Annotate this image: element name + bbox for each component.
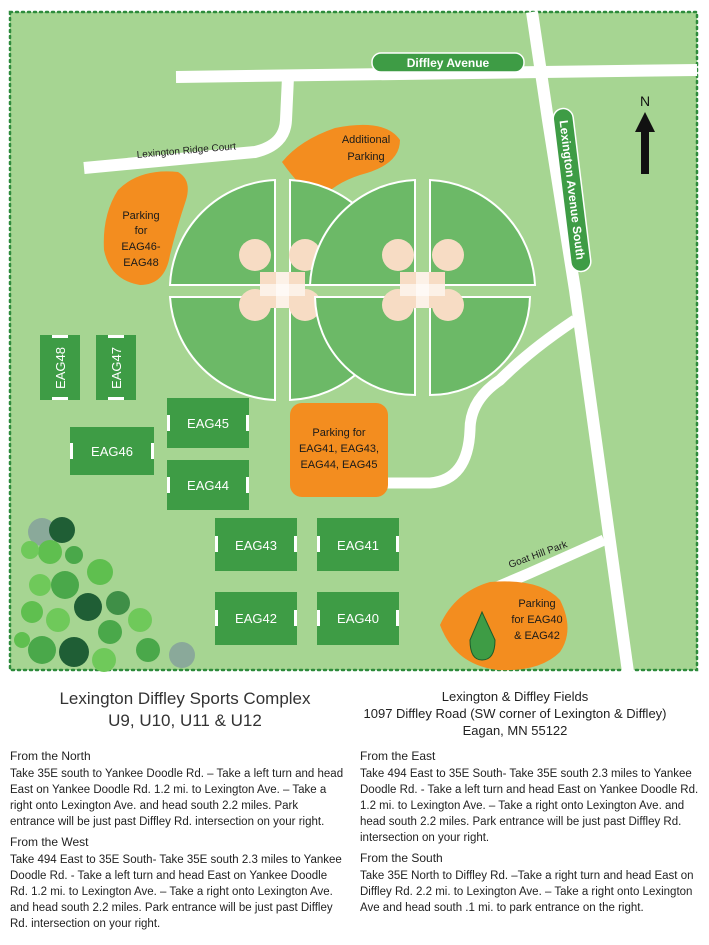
directions-west-line: Doodle Rd. - Take a left turn and head E… [10, 870, 328, 882]
parking-center-line3: EAG44, EAG45 [300, 459, 377, 471]
directions-north-line: entrance will be just past Diffley Rd. i… [10, 816, 325, 828]
field-eag40-label: EAG40 [337, 611, 379, 626]
directions-east-line: Take 494 East to 35E South- Take 35E sou… [360, 768, 692, 780]
directions-west-heading: From the West [10, 835, 89, 849]
field-eag47-label: EAG47 [109, 347, 124, 389]
directions-west-line: Take 494 East to 35E South- Take 35E sou… [10, 854, 342, 866]
directions-west-line: Rd. intersection on your right. [10, 918, 161, 930]
address-city: Eagan, MN 55122 [462, 723, 568, 738]
directions-east-heading: From the East [360, 749, 436, 763]
complex-title: Lexington Diffley Sports Complex [59, 689, 311, 708]
baseball-diamonds-east [308, 178, 537, 397]
parking-center-line1: Parking for [312, 427, 366, 439]
map-border [8, 10, 699, 672]
directions-west-line: Rd. 1.2 mi. to Lexington Ave. – Take a r… [10, 886, 333, 898]
address-name: Lexington & Diffley Fields [441, 689, 589, 704]
field-eag43-label: EAG43 [235, 538, 277, 553]
address-street: 1097 Diffley Road (SW corner of Lexingto… [363, 706, 667, 721]
parking-southeast-line1: Parking [518, 598, 555, 610]
field-eag48: EAG48 [40, 335, 80, 400]
parking-west-line3: EAG46- [121, 241, 160, 253]
north-arrow-icon: N [635, 93, 655, 174]
directions-north-line: right onto Lexington Ave. and head south… [10, 800, 299, 812]
directions-east-line: 1.2 mi. to Lexington Ave. – Take a right… [360, 800, 685, 812]
park-map: Diffley Avenue Lexington Avenue South Le… [8, 10, 699, 673]
roads [83, 11, 698, 673]
diffley-avenue-road [175, 64, 698, 83]
parking-west-line4: EAG48 [123, 257, 158, 269]
directions-north-line: East on Yankee Doodle Rd. 1.2 mi. to Lex… [10, 784, 327, 796]
diffley-avenue-label: Diffley Avenue [407, 56, 490, 70]
field-eag43: EAG43 [215, 518, 297, 571]
field-eag44-label: EAG44 [187, 478, 229, 493]
directions-north-heading: From the North [10, 749, 91, 763]
directions-south-line: Diffley Rd. 2.2 mi. to Lexington Ave. – … [360, 886, 693, 898]
parking-center-line2: EAG41, EAG43, [299, 443, 379, 455]
complex-age-groups: U9, U10, U11 & U12 [108, 711, 262, 730]
field-eag46: EAG46 [70, 427, 154, 475]
parking-west-line2: for [135, 225, 148, 237]
field-eag44: EAG44 [167, 460, 249, 510]
lexington-avenue-road [526, 11, 634, 673]
directions-west-line: and head south 2.2 miles. Park entrance … [10, 902, 333, 914]
directions-south-heading: From the South [360, 851, 443, 865]
field-eag41-label: EAG41 [337, 538, 379, 553]
parking-additional-line1: Additional [342, 134, 390, 146]
directions-south-line: Take 35E North to Diffley Rd. –Take a ri… [360, 870, 694, 882]
parking-west-line1: Parking [122, 210, 159, 222]
parking-southeast: Parking for EAG40 & EAG42 [440, 581, 568, 671]
field-eag48-label: EAG48 [53, 347, 68, 389]
field-eag45-label: EAG45 [187, 416, 229, 431]
parking-west: Parking for EAG46- EAG48 [103, 171, 188, 285]
directions-east-line: intersection on your right. [360, 832, 490, 844]
lexington-avenue-sign: Lexington Avenue South [552, 107, 592, 273]
field-eag40: EAG40 [317, 592, 399, 645]
directions-south-line: Ave and head south .1 mi. to park entran… [360, 902, 644, 914]
parking-center: Parking for EAG41, EAG43, EAG44, EAG45 [290, 403, 388, 497]
north-label: N [640, 93, 650, 109]
field-eag42-label: EAG42 [235, 611, 277, 626]
field-eag41: EAG41 [317, 518, 399, 571]
diffley-avenue-sign: Diffley Avenue [371, 52, 525, 73]
field-eag47: EAG47 [96, 335, 136, 400]
field-eag46-label: EAG46 [91, 444, 133, 459]
parking-southeast-line3: & EAG42 [514, 630, 560, 642]
parking-southeast-line2: for EAG40 [511, 614, 562, 626]
entrance-road [385, 315, 579, 489]
parking-additional: Additional Parking [282, 124, 400, 200]
field-eag45: EAG45 [167, 398, 249, 448]
directions-east-line: head south 2.2 miles. Park entrance will… [360, 816, 682, 828]
directions-east-line: Doodle Rd. - Take a left turn and head E… [360, 784, 699, 796]
directions-north-line: Take 35E south to Yankee Doodle Rd. – Ta… [10, 768, 344, 780]
trees [14, 517, 195, 672]
field-eag42: EAG42 [215, 592, 297, 645]
parking-additional-line2: Parking [347, 151, 384, 163]
lexington-ridge-court-road [83, 76, 294, 174]
